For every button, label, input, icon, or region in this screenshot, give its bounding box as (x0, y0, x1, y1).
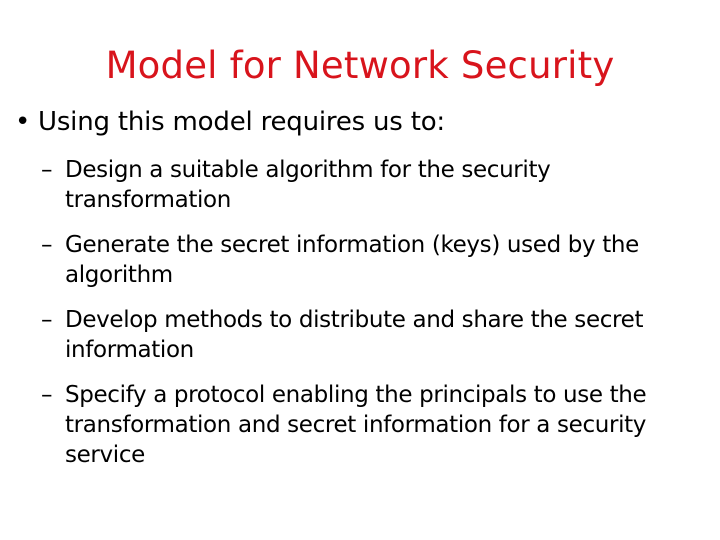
bullet-item-level2: – Design a suitable algorithm for the se… (0, 155, 720, 215)
slide-body: • Using this model requires us to: – Des… (0, 106, 720, 470)
bullet-marker-dash: – (41, 157, 53, 183)
bullet-marker-dash: – (41, 232, 53, 258)
bullet-text: Generate the secret information (keys) u… (65, 232, 639, 288)
bullet-text: Develop methods to distribute and share … (65, 307, 644, 363)
bullet-marker-dash: – (41, 382, 53, 408)
bullet-text: Specify a protocol enabling the principa… (65, 382, 647, 468)
bullet-item-level2: – Specify a protocol enabling the princi… (0, 380, 720, 470)
bullet-item-level2: – Develop methods to distribute and shar… (0, 305, 720, 365)
bullet-text: Using this model requires us to: (38, 107, 445, 137)
bullet-text: Design a suitable algorithm for the secu… (65, 157, 551, 213)
slide-title: Model for Network Security (105, 44, 615, 87)
bullet-item-level1: • Using this model requires us to: (0, 106, 720, 138)
bullet-marker-dash: – (41, 307, 53, 333)
bullet-item-level2: – Generate the secret information (keys)… (0, 230, 720, 290)
bullet-marker-dot: • (15, 107, 31, 137)
